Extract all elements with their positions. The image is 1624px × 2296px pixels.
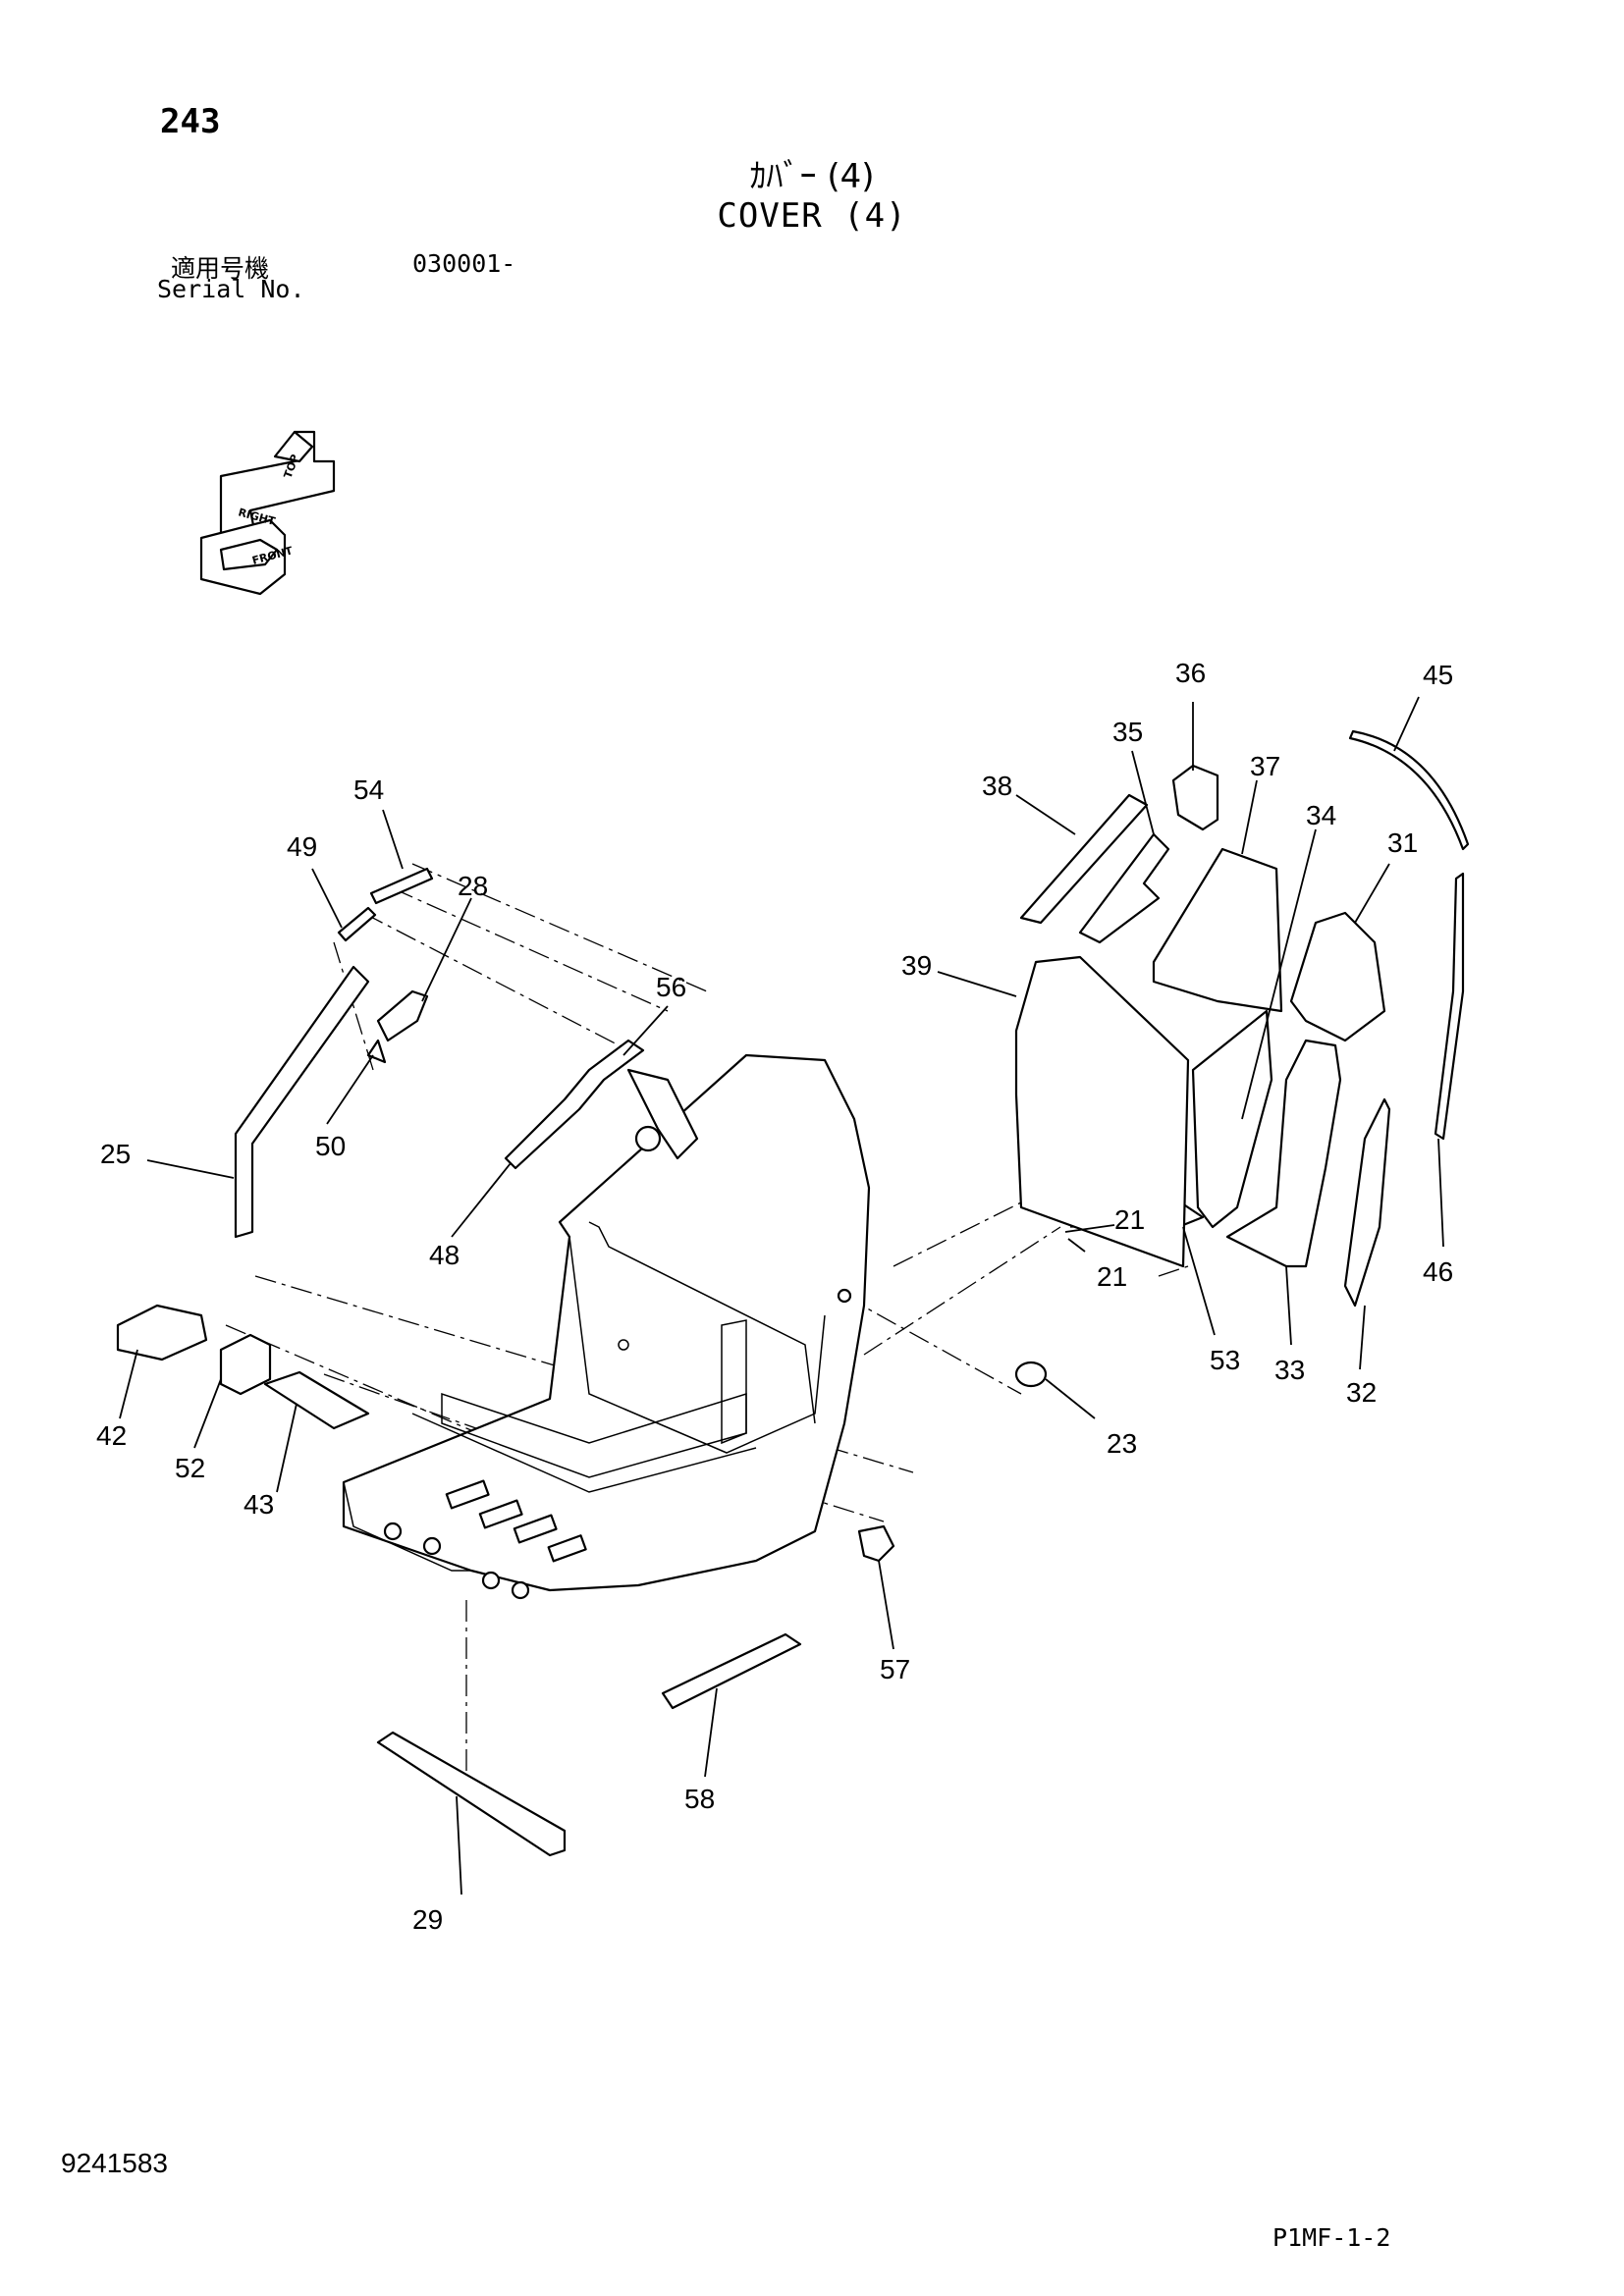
part-32-strip — [1343, 1097, 1391, 1308]
leader-lines — [119, 696, 1444, 1896]
callout-36: 36 — [1175, 658, 1206, 688]
callout-31: 31 — [1387, 828, 1418, 858]
callout-23: 23 — [1107, 1428, 1137, 1459]
part-29-rail — [376, 1731, 567, 1857]
serial-label-en: Serial No. — [157, 275, 305, 303]
part-48-rod — [504, 1039, 645, 1170]
callout-48: 48 — [429, 1240, 460, 1270]
callout-53: 53 — [1210, 1345, 1240, 1375]
part-25-strip — [234, 965, 370, 1239]
page-title-jp: ｶﾊﾞｰ (4) — [749, 157, 875, 196]
part-54-strip — [369, 867, 434, 905]
serial-label-jp: 適用号機 — [171, 254, 270, 283]
part-33-panel — [1225, 1039, 1342, 1268]
page-number: 243 — [160, 102, 221, 141]
callout-56: 56 — [656, 972, 686, 1002]
callout-57: 57 — [880, 1654, 910, 1684]
callout-42: 42 — [96, 1420, 127, 1451]
callout-50: 50 — [315, 1131, 346, 1161]
part-43-strip — [263, 1370, 370, 1430]
part-56-pivot — [634, 1125, 662, 1152]
part-31-duct — [1289, 911, 1386, 1042]
part-46-seal — [1434, 872, 1465, 1141]
part-34-panel — [1191, 1009, 1273, 1229]
part-37-panel — [1152, 847, 1283, 1013]
part-49-strip — [337, 906, 377, 942]
callout-35: 35 — [1112, 717, 1143, 747]
part-57-clip — [857, 1524, 895, 1563]
callout-45: 45 — [1423, 660, 1453, 690]
callout-54: 54 — [353, 774, 384, 805]
page-title-en: COVER (4) — [717, 196, 907, 236]
callout-32: 32 — [1346, 1377, 1377, 1408]
callout-21b: 21 — [1097, 1261, 1127, 1292]
drawing-number: 9241583 — [61, 2148, 169, 2178]
orientation-indicator: TOP RIGHT FRONT — [199, 430, 336, 596]
part-23-plug — [1014, 1361, 1048, 1388]
callout-28: 28 — [458, 871, 488, 901]
part-39-panel — [1014, 955, 1190, 1268]
serial-value: 030001- — [412, 249, 516, 278]
callout-43: 43 — [244, 1489, 274, 1520]
part-56-bracket — [626, 1068, 699, 1160]
callout-37: 37 — [1250, 751, 1280, 781]
page-code: P1MF-1-2 — [1272, 2223, 1391, 2252]
callout-58: 58 — [684, 1784, 715, 1814]
cab-floor-frame — [342, 1053, 871, 1600]
callout-39: 39 — [901, 950, 932, 981]
part-52-cube — [219, 1333, 272, 1396]
callout-38: 38 — [982, 771, 1012, 801]
callout-numbers: 21 21 23 25 28 29 31 32 33 34 35 36 37 3… — [96, 658, 1453, 1935]
callout-25: 25 — [100, 1139, 131, 1169]
callout-46: 46 — [1423, 1256, 1453, 1287]
part-58-plate — [661, 1632, 802, 1710]
part-28-bracket — [376, 989, 429, 1042]
part-45-seal — [1348, 729, 1470, 851]
callout-52: 52 — [175, 1453, 205, 1483]
callout-49: 49 — [287, 831, 317, 862]
callout-21a: 21 — [1114, 1204, 1145, 1235]
callout-34: 34 — [1306, 800, 1336, 830]
callout-33: 33 — [1274, 1355, 1305, 1385]
callout-29: 29 — [412, 1904, 443, 1935]
part-36-bracket — [1171, 764, 1219, 831]
part-42-block — [116, 1304, 208, 1362]
